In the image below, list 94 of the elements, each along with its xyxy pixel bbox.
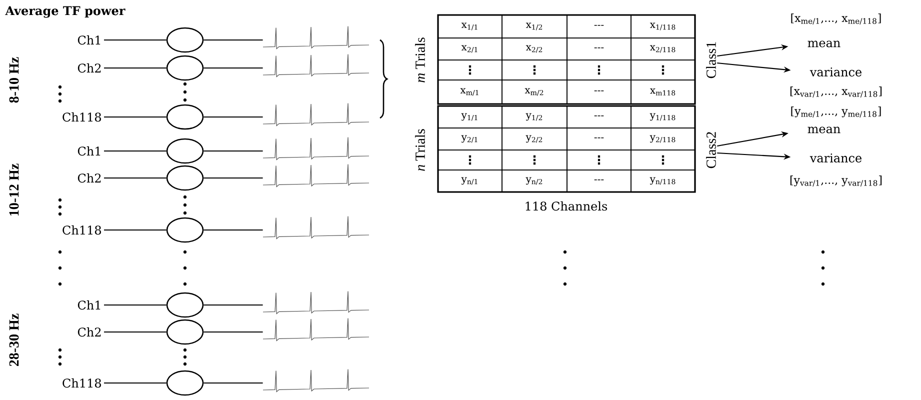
signal-drawing (262, 369, 370, 392)
vector-label: [x$_{var/1}$,..., x$_{var/118}$] (790, 86, 882, 98)
table-cell: y$_{1/118}$ (630, 106, 696, 128)
table-cell: y$_{2/1}$ (438, 128, 502, 150)
table-cell: x$_{m/2}$ (502, 80, 568, 104)
connector-line (204, 382, 263, 384)
table-cell: x$_{2/118}$ (630, 38, 696, 60)
circle (166, 292, 204, 318)
signal-drawing (262, 216, 370, 240)
table-cell: y$_{2/118}$ (630, 128, 696, 150)
channel-label: Ch1 (78, 300, 100, 310)
signal-drawing (262, 164, 370, 188)
connector-line (204, 39, 263, 41)
table-cell: y$_{n/2}$ (502, 170, 568, 192)
signal-drawing (262, 137, 370, 160)
connector-line (204, 67, 263, 69)
signal-drawing (262, 103, 370, 126)
connector-line (104, 304, 166, 306)
trials-label: m Trials (415, 38, 425, 82)
table-cell: ⋮ (502, 60, 568, 80)
connector-line (104, 39, 166, 41)
connector-line (104, 177, 166, 179)
class-label: Class1 (706, 42, 716, 78)
connector-line (104, 116, 166, 118)
axis-label: 118 Channels (526, 201, 608, 211)
table-cell: ⋮ (566, 150, 632, 170)
connector-line (104, 150, 166, 152)
connector-line (204, 177, 263, 179)
table-cell: x$_{2/2}$ (502, 38, 568, 60)
table-cell: ⋮ (566, 60, 632, 80)
channel-label: Ch2 (78, 327, 101, 337)
signal-drawing (262, 291, 370, 314)
circle (166, 319, 204, 345)
table-cell: --- (566, 128, 632, 150)
table-cell: --- (566, 106, 632, 128)
connector-line (104, 229, 166, 231)
band-label: 10-12 Hz (9, 164, 19, 216)
circle (166, 370, 204, 396)
table-cell: y$_{n/118}$ (630, 170, 696, 192)
connector-line (204, 229, 263, 231)
table-cell: ⋮ (438, 60, 502, 80)
connector-line (204, 331, 263, 333)
class-label: Class2 (706, 132, 716, 168)
signal-drawing (262, 318, 370, 342)
channel-label: Ch118 (62, 378, 101, 388)
label: x$_{1/1}$ (461, 22, 478, 30)
table-cell: --- (566, 170, 632, 192)
table-cell: --- (566, 80, 632, 104)
table-cell: x$_{m/1}$ (438, 80, 502, 104)
label: y$_{1/1}$ (461, 113, 478, 121)
table-cell: --- (566, 38, 632, 60)
table-cell: ⋮ (438, 150, 502, 170)
connector-line (104, 331, 166, 333)
circle (166, 217, 204, 243)
signal-drawing (262, 54, 370, 78)
connector-line (104, 382, 166, 384)
trials-label: n Trials (415, 129, 425, 171)
table-cell: y$_{2/2}$ (502, 128, 568, 150)
title: Average TF power (5, 6, 126, 18)
statistic-label: variance (810, 68, 862, 76)
table-cell: ⋮ (630, 60, 696, 80)
vector-label: [y$_{var/1}$,..., y$_{var/118}$] (790, 176, 882, 187)
statistic-label: mean (808, 126, 840, 134)
vector-label: [x$_{me/1}$,..., x$_{me/118}$] (791, 14, 881, 25)
connector-line (204, 304, 263, 306)
table-cell: y$_{n/1}$ (438, 170, 502, 192)
channel-label: Ch1 (78, 146, 100, 156)
table-cell: ⋮ (630, 150, 696, 170)
connector-line (104, 67, 166, 69)
table-cell: x$_{1/2}$ (502, 14, 568, 38)
circle (166, 104, 204, 130)
circle (166, 27, 204, 53)
table-cell: x$_{m118}$ (630, 80, 696, 104)
circle (166, 138, 204, 164)
table-cell: --- (566, 14, 632, 38)
table-cell: y$_{1/2}$ (502, 106, 568, 128)
channel-label: Ch118 (62, 225, 101, 235)
channel-label: Ch2 (78, 63, 101, 73)
connector-line (204, 116, 263, 118)
circle (166, 165, 204, 191)
table-cell: ⋮ (502, 150, 568, 170)
signal-drawing (262, 26, 370, 50)
vector-label: [y$_{me/1}$,..., y$_{me/118}$] (791, 106, 881, 118)
channel-label: Ch1 (78, 35, 100, 45)
channel-label: Ch118 (62, 112, 101, 122)
statistic-label: variance (810, 154, 862, 162)
band-label: 28-30 Hz (9, 314, 19, 366)
band-label: 8-10 Hz (9, 57, 19, 103)
statistic-label: mean (808, 40, 840, 48)
channel-label: Ch2 (78, 173, 101, 183)
table-cell: x$_{1/118}$ (630, 14, 696, 38)
table-cell: x$_{2/1}$ (438, 38, 502, 60)
circle (166, 55, 204, 81)
connector-line (204, 150, 263, 152)
